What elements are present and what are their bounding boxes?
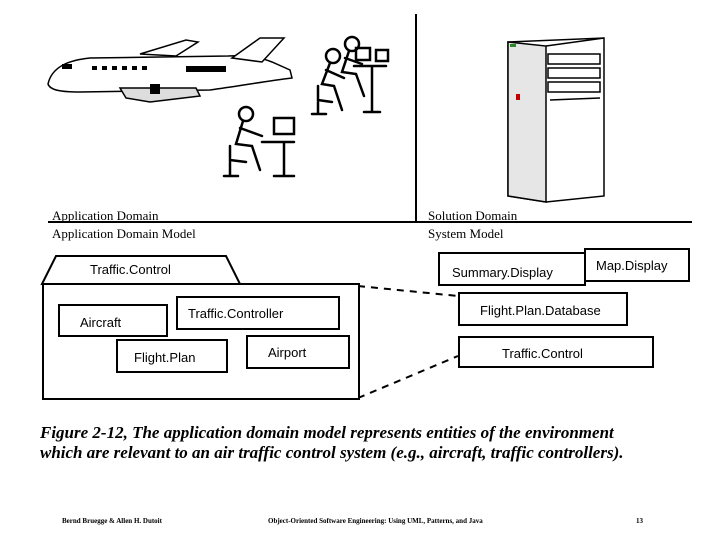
- airplane-icon: [47, 37, 293, 103]
- figure-caption: Figure 2-12, The application domain mode…: [40, 423, 624, 462]
- controller-at-desk-icon: [222, 105, 296, 178]
- aircraft-class: Aircraft: [58, 304, 168, 337]
- class-label: Map.Display: [596, 258, 668, 273]
- flight-plan-class: Flight.Plan: [116, 339, 228, 373]
- solution-domain-title: Solution Domain: [428, 208, 518, 223]
- flight-plan-database-class: Flight.Plan.Database: [458, 292, 628, 326]
- controllers-at-desks-icon: [310, 35, 390, 116]
- class-label: Flight.Plan.Database: [480, 303, 601, 318]
- package-name: Traffic.Control: [90, 262, 171, 277]
- class-label: Summary.Display: [452, 265, 553, 280]
- airport-class: Airport: [246, 335, 350, 369]
- application-domain-model-label: Application Domain Model: [52, 226, 196, 241]
- map-display-class: Map.Display: [584, 248, 690, 282]
- class-label: Flight.Plan: [134, 350, 196, 365]
- traffic-controller-class: Traffic.Controller: [176, 296, 340, 330]
- summary-display-class: Summary.Display: [438, 252, 586, 286]
- footer-book-title: Object-Oriented Software Engineering: Us…: [268, 517, 483, 525]
- class-label: Traffic.Controller: [188, 306, 284, 321]
- system-model-label: System Model: [428, 226, 504, 241]
- class-label: Airport: [268, 345, 307, 360]
- footer-authors: Bernd Bruegge & Allen H. Dutoit: [62, 517, 162, 525]
- mapping-line-bottom: [357, 355, 459, 399]
- mapping-line-top: [357, 285, 459, 297]
- class-label: Traffic.Control: [502, 346, 583, 361]
- application-domain-title: Application Domain: [52, 208, 159, 223]
- page-number: 13: [636, 517, 643, 525]
- class-label: Aircraft: [80, 315, 122, 330]
- server-tower-icon: [507, 37, 605, 203]
- traffic-control-system-class: Traffic.Control: [458, 336, 654, 368]
